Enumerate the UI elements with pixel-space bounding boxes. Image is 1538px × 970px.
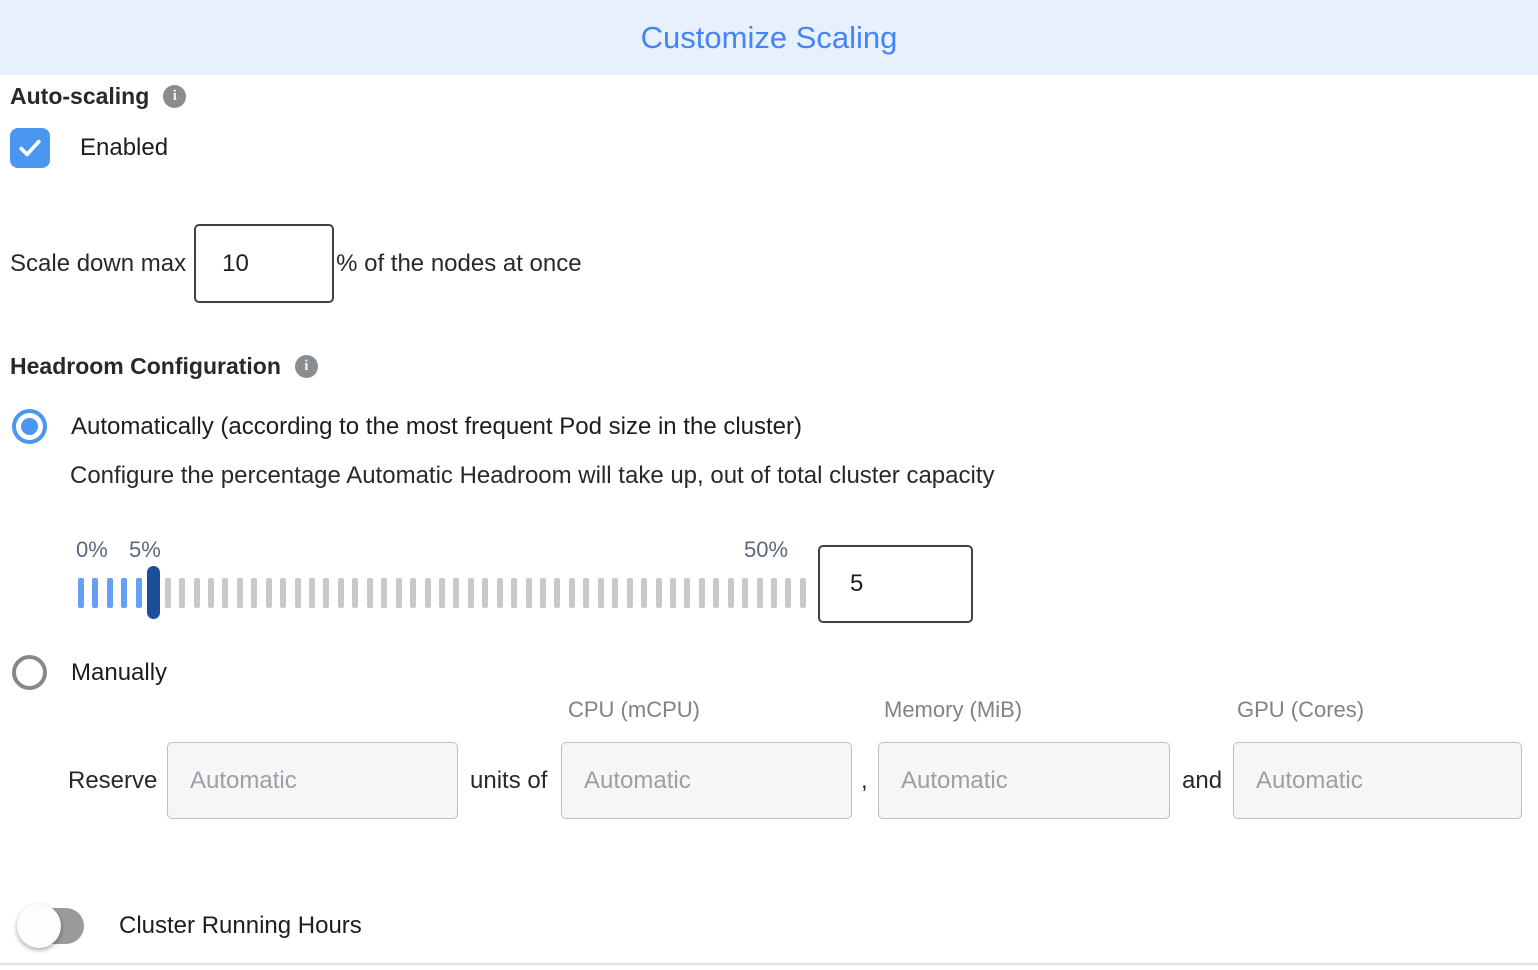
info-icon[interactable]: i	[294, 355, 318, 378]
slider-tick	[323, 578, 330, 608]
slider-handle[interactable]	[146, 566, 160, 619]
slider-tick	[78, 578, 84, 608]
cpu-column-header: CPU (mCPU)	[568, 697, 700, 722]
slider-tick	[309, 578, 315, 608]
enabled-checkbox[interactable]	[10, 128, 50, 168]
slider-tick	[207, 578, 214, 608]
slider-tick	[568, 578, 575, 608]
slider-current-label: 5%	[129, 537, 161, 562]
toggle-knob-icon	[17, 904, 61, 948]
slider-tick	[727, 578, 734, 608]
slider-min-label: 0%	[76, 537, 108, 562]
slider-tick	[641, 578, 648, 608]
slider-tick	[525, 578, 532, 608]
slider-tick	[236, 578, 243, 608]
slider-tick	[121, 578, 128, 608]
slider-tick	[626, 578, 633, 608]
slider-tick	[352, 578, 359, 608]
scale-down-suffix: % of the nodes at once	[336, 249, 582, 277]
slider-tick	[554, 578, 561, 608]
headroom-percentage-slider[interactable]: 0% 5% 50%	[76, 537, 818, 625]
reserve-cpu-input[interactable]	[561, 742, 852, 819]
comma-separator: ,	[861, 766, 868, 794]
headroom-automatic-option[interactable]: Automatically (according to the most fre…	[12, 409, 802, 444]
radio-unselected-icon[interactable]	[12, 655, 47, 690]
slider-tick	[799, 578, 806, 608]
slider-tick	[366, 578, 373, 608]
auto-scaling-enabled-row: Enabled	[10, 128, 168, 168]
slider-tick	[496, 578, 503, 608]
scale-down-max-input[interactable]	[194, 224, 335, 303]
units-of-label: units of	[470, 766, 548, 794]
slider-tick	[438, 578, 445, 608]
cluster-running-hours-label: Cluster Running Hours	[119, 912, 362, 939]
slider-tick	[540, 578, 546, 608]
slider-tick	[337, 578, 344, 608]
slider-tick	[742, 578, 749, 608]
slider-tick	[597, 578, 604, 608]
slider-tick	[756, 578, 763, 608]
slider-tick	[395, 578, 402, 608]
checkmark-icon	[16, 134, 44, 162]
slider-tick	[583, 578, 590, 608]
reserve-memory-input[interactable]	[878, 742, 1170, 819]
slider-max-label: 50%	[744, 537, 789, 562]
slider-tick	[698, 578, 705, 608]
and-label: and	[1182, 766, 1223, 794]
cluster-running-hours-toggle[interactable]	[17, 904, 84, 948]
slider-tick	[106, 578, 113, 608]
slider-tick	[251, 578, 258, 608]
scale-down-row: Scale down max % of the nodes at once	[10, 224, 582, 303]
slider-tick	[655, 578, 662, 608]
slider-tick	[453, 578, 460, 608]
bottom-divider	[0, 963, 1538, 965]
panel-header: Customize Scaling	[0, 0, 1538, 75]
slider-tick	[265, 578, 272, 608]
headroom-manual-option[interactable]: Manually	[12, 655, 167, 690]
slider-tick	[467, 578, 474, 608]
reserve-gpu-input[interactable]	[1233, 742, 1522, 819]
slider-tick	[92, 578, 99, 608]
slider-tick	[179, 578, 186, 608]
radio-selected-icon[interactable]	[12, 409, 47, 444]
slider-tick	[135, 578, 142, 608]
slider-tick	[669, 578, 676, 608]
slider-tick	[222, 578, 229, 608]
slider-tick	[381, 578, 388, 608]
slider-tick	[771, 578, 777, 608]
slider-tick	[294, 578, 301, 608]
enabled-checkbox-label: Enabled	[80, 134, 169, 161]
headroom-config-description: Configure the percentage Automatic Headr…	[70, 462, 995, 489]
slider-tick	[785, 578, 792, 608]
slider-tick	[164, 578, 171, 608]
reserve-row: Reserve units of , and	[0, 742, 1538, 819]
headroom-percentage-input[interactable]	[818, 545, 973, 623]
slider-tick	[410, 578, 417, 608]
automatic-option-label: Automatically (according to the most fre…	[71, 412, 803, 440]
slider-tick	[612, 578, 619, 608]
scale-down-label: Scale down max	[10, 249, 187, 277]
info-icon[interactable]: i	[163, 85, 187, 108]
auto-scaling-section-label: Auto-scaling i	[10, 83, 187, 110]
auto-scaling-label: Auto-scaling	[10, 83, 150, 109]
headroom-section-label: Headroom Configuration i	[10, 353, 318, 380]
cluster-running-hours-row: Cluster Running Hours	[17, 904, 362, 948]
headroom-configuration-label: Headroom Configuration	[10, 353, 281, 379]
slider-tick	[280, 578, 287, 608]
reserve-label: Reserve	[68, 766, 158, 794]
reserve-units-input[interactable]	[167, 742, 458, 819]
memory-column-header: Memory (MiB)	[884, 697, 1023, 722]
page-title: Customize Scaling	[640, 19, 898, 55]
slider-tick	[511, 578, 518, 608]
slider-tick	[482, 578, 489, 608]
slider-ticks	[78, 578, 806, 608]
manual-option-label: Manually	[71, 658, 168, 686]
slider-tick	[684, 578, 691, 608]
slider-tick	[424, 578, 431, 608]
slider-tick	[193, 578, 200, 608]
gpu-column-header: GPU (Cores)	[1237, 697, 1365, 722]
slider-tick	[713, 578, 720, 608]
